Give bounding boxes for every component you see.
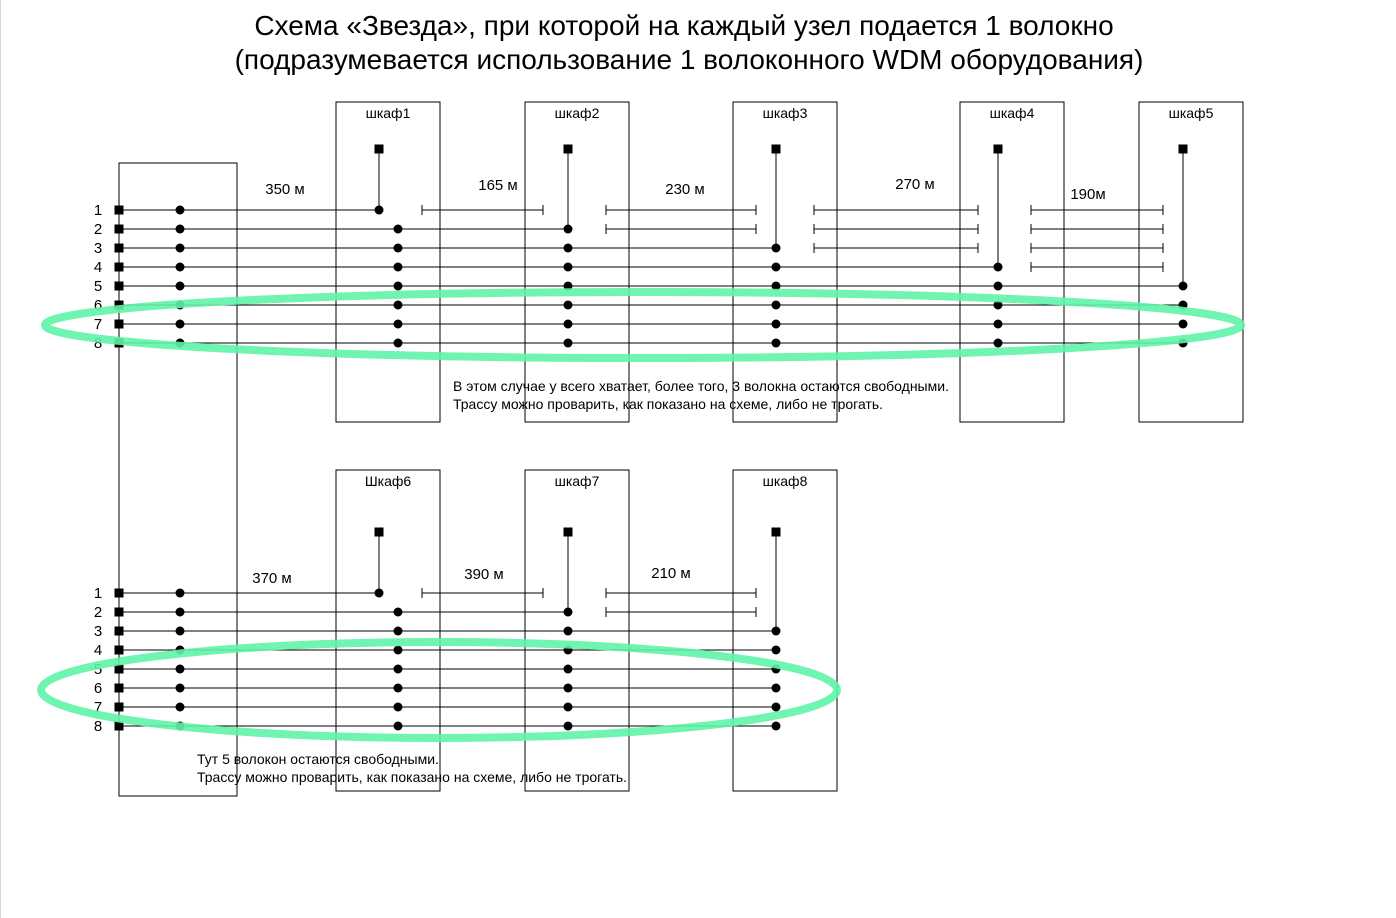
bottom-fiber-label-4: 4 [94, 642, 102, 659]
top-fiber-label-8: 8 [94, 335, 102, 352]
bottom-scheme-note: Тут 5 волокон остаются свободными. Трасс… [197, 750, 627, 786]
top-pass-dot-c4-f5 [993, 281, 1003, 291]
bottom-pass-dot-c1-f8 [393, 721, 403, 731]
bottom-cabinet-tap-2 [563, 607, 573, 617]
bottom-pass-dot-c3-f8 [771, 721, 781, 731]
bottom-fiber-label-3: 3 [94, 623, 102, 640]
bottom-fiber-label-1: 1 [94, 585, 102, 602]
top-pass-dot-c2-f4 [563, 262, 573, 272]
bottom-pass-dot-c1-f5 [393, 664, 403, 674]
top-distance-label-5: 190м [1070, 186, 1105, 203]
top-pass-dot-c3-f6 [771, 300, 781, 310]
top-pass-dot-c1-f3 [393, 243, 403, 253]
top-cabinet-box-1 [335, 101, 441, 423]
top-note-line-2: Трассу можно проварить, как показано на … [453, 396, 884, 412]
top-scheme-note: В этом случае у всего хватает, более тог… [453, 377, 949, 413]
bottom-pass-dot-c1-f3 [393, 626, 403, 636]
top-fiber-label-4: 4 [94, 259, 102, 276]
top-fiber-label-1: 1 [94, 202, 102, 219]
top-cabinet-label-4: шкаф4 [990, 105, 1035, 121]
top-pass-dot-c2-f8 [563, 338, 573, 348]
top-note-line-1: В этом случае у всего хватает, более тог… [453, 378, 949, 394]
bottom-pass-dot-c3-f7 [771, 702, 781, 712]
top-pass-dot-c4-f8 [993, 338, 1003, 348]
bottom-cabinet-label-1: Шкаф6 [365, 473, 412, 489]
bottom-fiber-label-8: 8 [94, 718, 102, 735]
top-pass-dot-c1-f6 [393, 300, 403, 310]
top-cabinet-label-2: шкаф2 [555, 105, 600, 121]
top-cabinet-tap-1 [374, 205, 384, 215]
bottom-pass-dot-c2-f8 [563, 721, 573, 731]
bottom-pass-dot-c2-f3 [563, 626, 573, 636]
top-cabinet-box-5 [1138, 101, 1244, 423]
top-free-fibers-highlight [41, 288, 1245, 362]
bottom-note-line-1: Тут 5 волокон остаются свободными. [197, 751, 439, 767]
bottom-fiber-label-5: 5 [94, 661, 102, 678]
top-pass-dot-c1-f4 [393, 262, 403, 272]
bottom-pass-dot-c1-f6 [393, 683, 403, 693]
top-cabinet-box-2 [524, 101, 630, 423]
top-pass-dot-c2-f7 [563, 319, 573, 329]
bottom-pass-dot-c2-f5 [563, 664, 573, 674]
top-fiber-label-2: 2 [94, 221, 102, 238]
top-cabinet-label-1: шкаф1 [366, 105, 411, 121]
top-cabinet-tap-4 [993, 262, 1003, 272]
bottom-fiber-label-2: 2 [94, 604, 102, 621]
top-pass-dot-c5-f7 [1178, 319, 1188, 329]
top-cabinet-label-5: шкаф5 [1169, 105, 1214, 121]
top-pass-dot-c4-f6 [993, 300, 1003, 310]
top-fiber-label-6: 6 [94, 297, 102, 314]
bottom-cabinet-tap-1 [374, 588, 384, 598]
bottom-fiber-label-6: 6 [94, 680, 102, 697]
top-pass-dot-c2-f3 [563, 243, 573, 253]
top-cabinet-label-3: шкаф3 [763, 105, 808, 121]
top-pass-dot-c3-f7 [771, 319, 781, 329]
bottom-distance-label-3: 210 м [651, 565, 691, 582]
bottom-pass-dot-c1-f2 [393, 607, 403, 617]
bottom-pass-dot-c2-f6 [563, 683, 573, 693]
bottom-fiber-label-7: 7 [94, 699, 102, 716]
top-cabinet-tap-5 [1178, 281, 1188, 291]
bottom-distance-label-2: 390 м [464, 566, 504, 583]
top-distance-label-4: 270 м [895, 176, 935, 193]
diagram-title-line-2: (подразумевается использование 1 волокон… [234, 44, 1144, 75]
top-distance-label-1: 350 м [265, 181, 305, 198]
top-pass-dot-c1-f8 [393, 338, 403, 348]
distribution-frame [118, 162, 238, 797]
top-pass-dot-c1-f5 [393, 281, 403, 291]
top-distance-label-3: 230 м [665, 181, 705, 198]
bottom-cabinet-box-1 [335, 469, 441, 792]
top-cabinet-box-4 [959, 101, 1065, 423]
bottom-pass-dot-c1-f4 [393, 645, 403, 655]
top-pass-dot-c3-f8 [771, 338, 781, 348]
bottom-pass-dot-c2-f7 [563, 702, 573, 712]
top-pass-dot-c3-f4 [771, 262, 781, 272]
diagram-title-line-1: Схема «Звезда», при которой на каждый уз… [254, 10, 1114, 41]
top-cabinet-tap-2 [563, 224, 573, 234]
top-fiber-label-5: 5 [94, 278, 102, 295]
bottom-cabinet-label-2: шкаф7 [555, 473, 600, 489]
top-pass-dot-c3-f5 [771, 281, 781, 291]
top-fiber-label-7: 7 [94, 316, 102, 333]
bottom-free-fibers-highlight [37, 638, 841, 742]
top-pass-dot-c1-f2 [393, 224, 403, 234]
top-pass-dot-c1-f7 [393, 319, 403, 329]
bottom-cabinet-label-3: шкаф8 [763, 473, 808, 489]
top-fiber-label-3: 3 [94, 240, 102, 257]
bottom-pass-dot-c1-f7 [393, 702, 403, 712]
top-cabinet-box-3 [732, 101, 838, 423]
top-pass-dot-c2-f6 [563, 300, 573, 310]
top-pass-dot-c4-f7 [993, 319, 1003, 329]
bottom-distance-label-1: 370 м [252, 570, 292, 587]
bottom-note-line-2: Трассу можно проварить, как показано на … [197, 769, 628, 785]
top-distance-label-2: 165 м [478, 177, 518, 194]
bottom-pass-dot-c3-f4 [771, 645, 781, 655]
bottom-pass-dot-c3-f6 [771, 683, 781, 693]
